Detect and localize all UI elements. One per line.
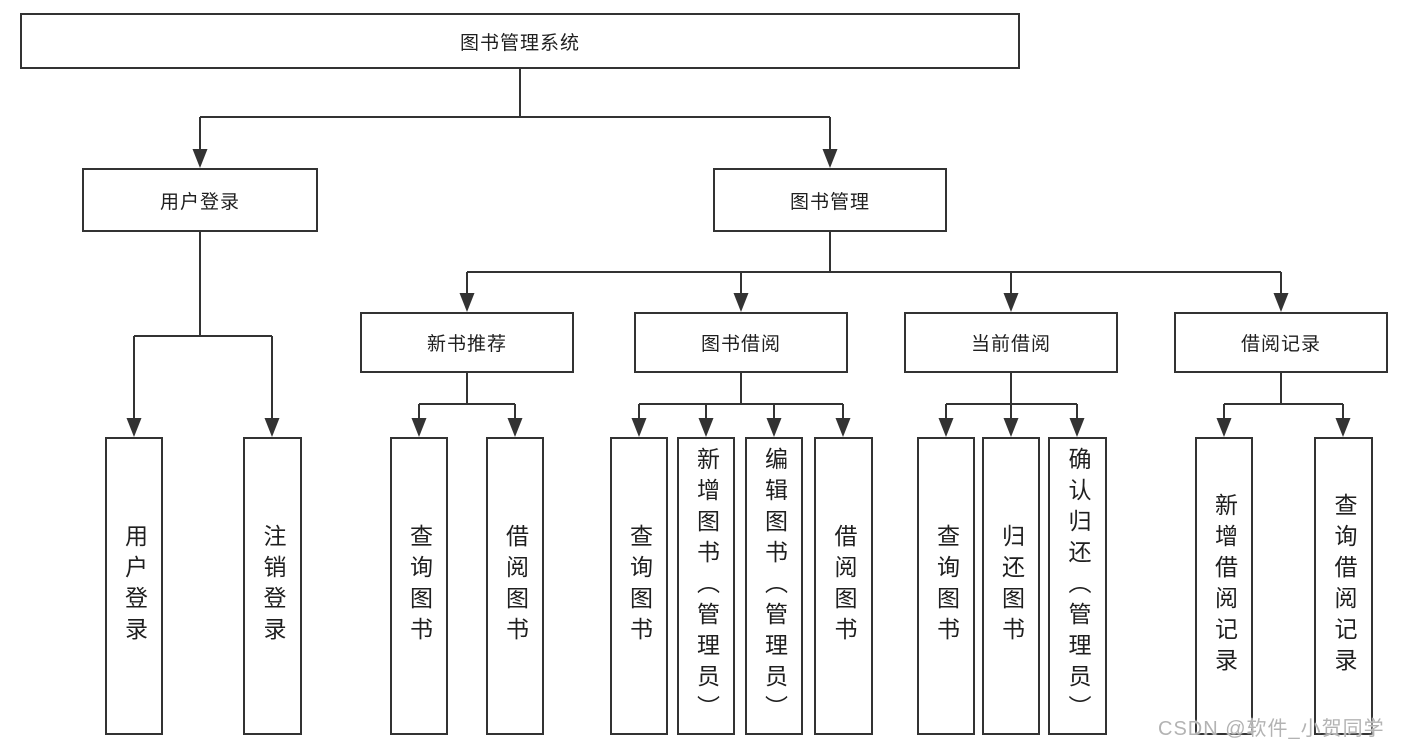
node-leaf-confirm-return-admin: 确认归还（管理员） [1048,437,1107,735]
arrowheads [126,149,1351,437]
edge-bookmgmt-to-level3 [466,232,1282,300]
node-root: 图书管理系统 [20,13,1020,69]
arrow-down-icon [507,418,523,437]
edge-root-to-level2 [199,69,831,156]
node-leaf-add-book-admin: 新增图书（管理员） [677,437,735,735]
connector-paths [133,69,1344,425]
node-leaf-add-borrow-record: 新增借阅记录 [1195,437,1253,735]
arrow-down-icon [938,418,954,437]
arrow-down-icon [1003,418,1019,437]
arrow-down-icon [1335,418,1351,437]
arrow-down-icon [631,418,647,437]
node-current-borrowing: 当前借阅 [904,312,1118,373]
node-leaf-query-books-current: 查询图书 [917,437,975,735]
node-book-management: 图书管理 [713,168,947,232]
node-leaf-return-book: 归还图书 [982,437,1040,735]
node-leaf-user-login: 用户登录 [105,437,163,735]
node-leaf-edit-book-admin: 编辑图书（管理员） [745,437,803,735]
edge-newbook-to-leaves [418,373,516,425]
arrow-down-icon [411,418,427,437]
arrow-down-icon [822,149,838,168]
node-user-login-branch: 用户登录 [82,168,318,232]
arrow-down-icon [1273,293,1289,312]
edge-current-to-leaves [945,373,1078,425]
node-leaf-query-books-recommend: 查询图书 [390,437,448,735]
edge-records-to-leaves [1223,373,1344,425]
arrow-down-icon [766,418,782,437]
arrow-down-icon [835,418,851,437]
arrow-down-icon [733,293,749,312]
arrow-down-icon [1069,418,1085,437]
arrow-down-icon [698,418,714,437]
node-leaf-query-books-borrowing: 查询图书 [610,437,668,735]
node-new-book-recommend: 新书推荐 [360,312,574,373]
arrow-down-icon [264,418,280,437]
node-leaf-query-borrow-record: 查询借阅记录 [1314,437,1373,735]
arrow-down-icon [126,418,142,437]
arrow-down-icon [1216,418,1232,437]
edge-userlogin-to-leaves [133,232,273,425]
node-book-borrowing: 图书借阅 [634,312,848,373]
arrow-down-icon [1003,293,1019,312]
node-leaf-logout: 注销登录 [243,437,302,735]
node-leaf-borrow-books-borrowing: 借阅图书 [814,437,873,735]
arrow-down-icon [459,293,475,312]
node-leaf-borrow-books-recommend: 借阅图书 [486,437,544,735]
arrow-down-icon [192,149,208,168]
node-borrowing-records: 借阅记录 [1174,312,1388,373]
watermark: CSDN @软件_小贺同学 [1158,718,1385,740]
edge-borrowing-to-leaves [638,373,844,425]
